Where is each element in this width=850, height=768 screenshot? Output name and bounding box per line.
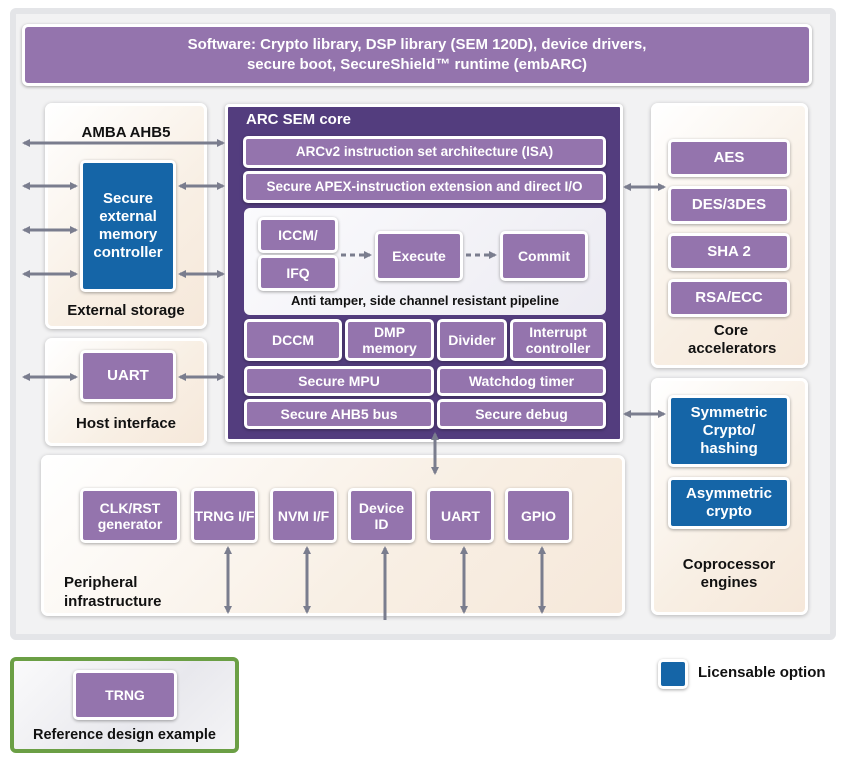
external-storage-label: External storage (67, 302, 185, 319)
device-id-block[interactable]: Device ID (348, 488, 415, 543)
coprocessor-engines-label: Coprocessor engines (682, 556, 776, 591)
isa-label: ARCv2 instruction set architecture (ISA) (295, 144, 554, 159)
trng-if-label: TRNG I/F (194, 507, 255, 524)
legend-label: Licensable option (698, 664, 826, 681)
host-uart-block[interactable]: UART (80, 350, 176, 402)
reference-design-label: Reference design example (33, 727, 216, 743)
clk-rst-label: CLK/RST generator (97, 499, 163, 532)
device-id-label: Device ID (358, 499, 405, 532)
sha2-label: SHA 2 (707, 243, 751, 260)
sha2-block[interactable]: SHA 2 (668, 233, 790, 271)
peripheral-label: Peripheral infrastructure (64, 574, 162, 610)
rsa-ecc-block[interactable]: RSA/ECC (668, 279, 790, 317)
divider-label: Divider (448, 332, 496, 348)
interrupt-controller-block[interactable]: Interrupt controller (510, 319, 606, 361)
commit-label: Commit (517, 248, 571, 264)
secure-debug-block[interactable]: Secure debug (437, 399, 606, 429)
symmetric-crypto-block[interactable]: Symmetric Crypto/ hashing (668, 395, 790, 467)
legend-swatch (658, 659, 688, 689)
execute-label: Execute (392, 248, 446, 264)
aes-block[interactable]: AES (668, 139, 790, 177)
trng-if-block[interactable]: TRNG I/F (191, 488, 258, 543)
dmp-memory-block[interactable]: DMP memory (345, 319, 434, 361)
nvm-if-block[interactable]: NVM I/F (270, 488, 337, 543)
execute-block[interactable]: Execute (375, 231, 463, 281)
secure-ahb5-bus-label: Secure AHB5 bus (280, 406, 398, 422)
secure-ahb5-bus-block[interactable]: Secure AHB5 bus (244, 399, 434, 429)
secure-memory-controller[interactable]: Secure external memory controller (80, 160, 176, 292)
clk-rst-block[interactable]: CLK/RST generator (80, 488, 180, 543)
des-3des-label: DES/3DES (691, 196, 767, 213)
core-accelerators-label: Core accelerators (688, 322, 777, 357)
isa-block[interactable]: ARCv2 instruction set architecture (ISA) (243, 136, 606, 168)
reference-trng-label: TRNG (105, 687, 145, 703)
secure-memory-controller-label: Secure external memory controller (93, 190, 163, 261)
interrupt-controller-label: Interrupt controller (525, 324, 591, 356)
software-line-1: Software: Crypto library, DSP library (S… (187, 36, 647, 53)
divider-block[interactable]: Divider (437, 319, 507, 361)
software-line-2: secure boot, SecureShield™ runtime (embA… (246, 56, 588, 73)
symmetric-crypto-label: Symmetric Crypto/ hashing (690, 404, 768, 457)
peripheral-uart-block[interactable]: UART (427, 488, 494, 543)
ifq-block[interactable]: IFQ (258, 255, 338, 291)
amba-ahb5-label: AMBA AHB5 (81, 124, 171, 141)
host-uart-label: UART (107, 367, 149, 384)
apex-label: Secure APEX-instruction extension and di… (266, 179, 583, 194)
pipeline-label: Anti tamper, side channel resistant pipe… (290, 293, 560, 308)
iccm-label: ICCM/ (278, 227, 318, 243)
watchdog-timer-block[interactable]: Watchdog timer (437, 366, 606, 396)
secure-mpu-block[interactable]: Secure MPU (244, 366, 434, 396)
dccm-label: DCCM (272, 332, 314, 348)
secure-debug-label: Secure debug (475, 406, 568, 422)
peripheral-uart-label: UART (441, 507, 480, 524)
aes-label: AES (713, 149, 745, 166)
host-interface-label: Host interface (75, 415, 177, 432)
gpio-label: GPIO (520, 507, 556, 524)
ifq-label: IFQ (286, 265, 310, 281)
watchdog-timer-label: Watchdog timer (468, 373, 575, 389)
core-title: ARC SEM core (246, 111, 352, 128)
nvm-if-label: NVM I/F (277, 507, 330, 524)
apex-block[interactable]: Secure APEX-instruction extension and di… (243, 171, 606, 203)
iccm-block[interactable]: ICCM/ (258, 217, 338, 253)
gpio-block[interactable]: GPIO (505, 488, 572, 543)
asymmetric-crypto-label: Asymmetric crypto (686, 485, 772, 520)
secure-mpu-label: Secure MPU (298, 373, 380, 389)
commit-block[interactable]: Commit (500, 231, 588, 281)
rsa-ecc-label: RSA/ECC (695, 289, 763, 306)
dccm-block[interactable]: DCCM (244, 319, 342, 361)
asymmetric-crypto-block[interactable]: Asymmetric crypto (668, 477, 790, 529)
reference-trng-block[interactable]: TRNG (73, 670, 177, 720)
software-bar: Software: Crypto library, DSP library (S… (22, 24, 812, 86)
des-3des-block[interactable]: DES/3DES (668, 186, 790, 224)
dmp-memory-label: DMP memory (362, 324, 417, 356)
